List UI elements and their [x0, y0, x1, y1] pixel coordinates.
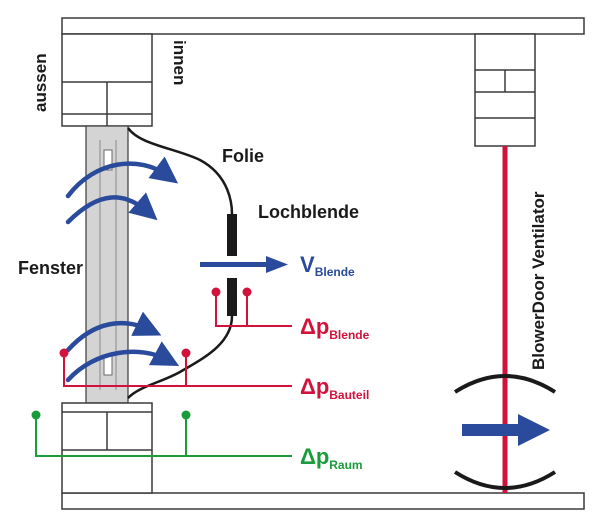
- label-foil: Folie: [222, 146, 264, 166]
- ceiling-wall: [61, 17, 585, 35]
- label-inside: innen: [170, 40, 189, 85]
- label-dp-component: ΔpBauteil: [300, 374, 369, 402]
- orifice-plate: [227, 214, 237, 316]
- orifice-tap-left: [211, 287, 221, 297]
- label-outside: aussen: [31, 53, 50, 112]
- room-tap-left: [31, 410, 41, 420]
- component-tap-right: [181, 348, 191, 358]
- component-pressure-taps: [63, 353, 292, 387]
- room-tap-right: [181, 410, 191, 420]
- component-tap-left: [59, 348, 69, 358]
- label-window: Fenster: [18, 258, 83, 278]
- lower-frame: [61, 402, 153, 494]
- room-pressure-taps: [35, 415, 292, 457]
- label-dp-orifice: ΔpBlende: [300, 314, 370, 342]
- label-dp-room: ΔpRaum: [300, 444, 363, 472]
- label-orifice: Lochblende: [258, 202, 359, 222]
- floor-wall: [61, 492, 585, 510]
- upper-frame: [61, 33, 153, 127]
- label-v-orifice: VBlende: [300, 252, 355, 279]
- leakage-airflow-arrows: [65, 156, 180, 383]
- foil-line: [126, 127, 234, 399]
- orifice-tap-right: [242, 287, 252, 297]
- orifice-pressure-taps: [215, 292, 292, 327]
- fan-housing: [474, 33, 536, 147]
- orifice-flow-arrow: [200, 256, 288, 273]
- label-fan: BlowerDoor Ventilator: [529, 191, 548, 370]
- fan-nozzle: [453, 374, 557, 490]
- fan-airflow-arrow: [462, 414, 550, 446]
